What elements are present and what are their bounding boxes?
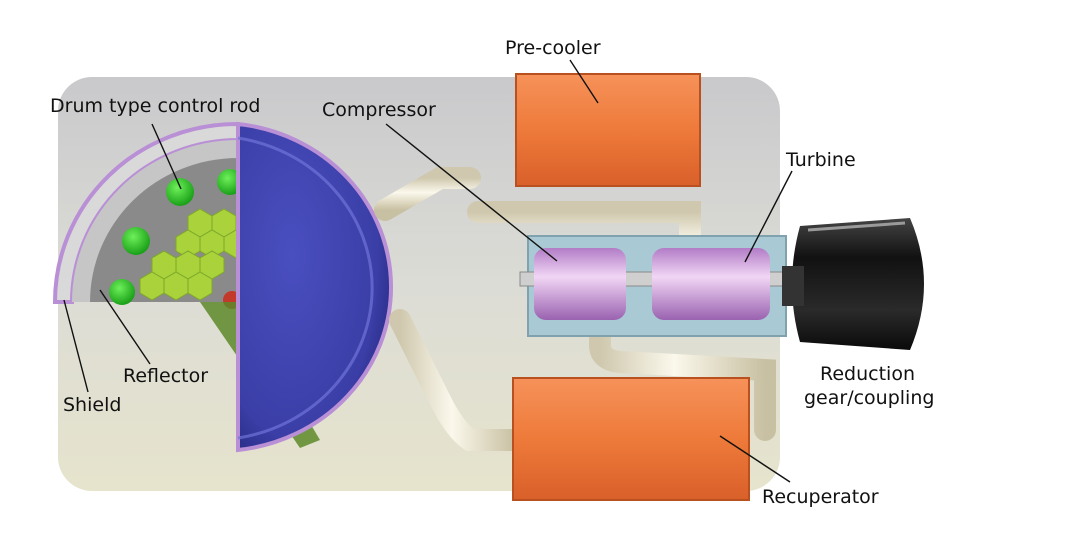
label-pre-cooler: Pre-cooler	[505, 37, 601, 59]
label-recuperator: Recuperator	[762, 486, 879, 508]
pipe-reactor-to-recuperator	[389, 309, 526, 451]
precooler-box	[515, 73, 701, 187]
label-gear-coupling: gear/coupling	[804, 387, 934, 409]
drum-control-rod	[166, 178, 194, 206]
turbine-body	[652, 248, 770, 320]
leader-compressor	[385, 123, 558, 262]
leader-recuperator	[719, 435, 791, 483]
label-drum-type-control-rod: Drum type control rod	[50, 95, 261, 117]
leader-turbine	[744, 170, 793, 263]
label-compressor: Compressor	[322, 99, 436, 121]
reduction-gear-coupling	[782, 218, 924, 350]
recuperator-box	[512, 377, 750, 501]
drum-control-rod	[122, 227, 150, 255]
coupling-body	[792, 218, 924, 350]
fuel-hex-lattice	[139, 208, 239, 301]
leader-precooler	[569, 59, 599, 104]
pipe-reactor-outlet	[374, 167, 481, 221]
label-shield: Shield	[63, 394, 121, 416]
label-reduction: Reduction	[820, 363, 915, 385]
leader-drum-rod	[151, 123, 182, 190]
label-turbine: Turbine	[785, 149, 856, 171]
reactor-dome-rim	[237, 136, 374, 440]
label-reflector: Reflector	[123, 365, 208, 387]
leader-lines	[63, 59, 793, 483]
drum-control-rod	[109, 279, 135, 305]
compressor-body	[534, 248, 626, 320]
reflector-ring	[72, 140, 238, 302]
reactor-dome	[236, 121, 394, 453]
reactor-vessel	[52, 121, 394, 453]
coupling-shaft	[782, 266, 804, 306]
pipe-compressor-down	[589, 309, 776, 441]
leader-reflector	[99, 289, 151, 365]
coupling-highlight	[807, 221, 906, 232]
leader-shield	[63, 299, 89, 393]
